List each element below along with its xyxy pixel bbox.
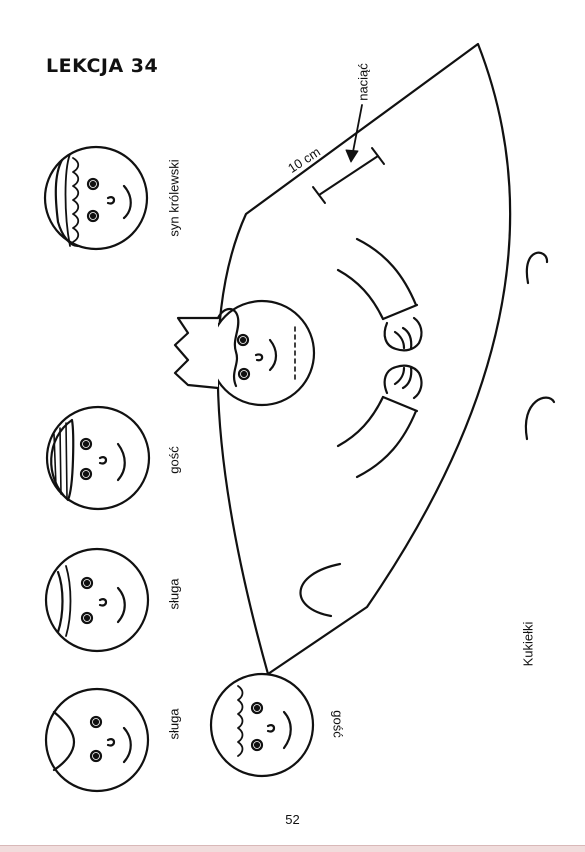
lesson-title: LEKCJA 34 [46, 55, 159, 77]
face-gosc-2 [209, 672, 315, 778]
arrow-line [351, 104, 363, 158]
label-sluga-2: sługa [166, 708, 182, 740]
label-gosc-2: gość [330, 710, 346, 738]
label-naciac: naciąć [355, 63, 371, 101]
cut-mark [312, 104, 385, 204]
face-sluga-1 [44, 547, 150, 653]
page-number: 52 [285, 812, 300, 827]
lower-hand [383, 364, 423, 400]
prince-head [173, 299, 316, 407]
crown [173, 316, 220, 390]
face-sluga-2 [44, 687, 150, 793]
prince-hair [216, 307, 240, 388]
face-gosc-1 [45, 405, 151, 511]
label-kukielki: Kukiełki [520, 621, 536, 667]
label-gosc-1: gość [166, 446, 182, 474]
upper-hand [383, 316, 423, 352]
label-sluga-1: sługa [166, 578, 182, 610]
lower-arm [336, 364, 423, 479]
tab-top [525, 251, 549, 285]
face-syn-krolewski [43, 145, 149, 251]
upper-arm [336, 237, 423, 352]
tab-bottom [299, 562, 342, 618]
arrow-head [345, 149, 359, 163]
tab-middle [524, 396, 556, 441]
bottom-bar [0, 845, 585, 852]
label-syn-krolewski: syn królewski [166, 159, 182, 237]
